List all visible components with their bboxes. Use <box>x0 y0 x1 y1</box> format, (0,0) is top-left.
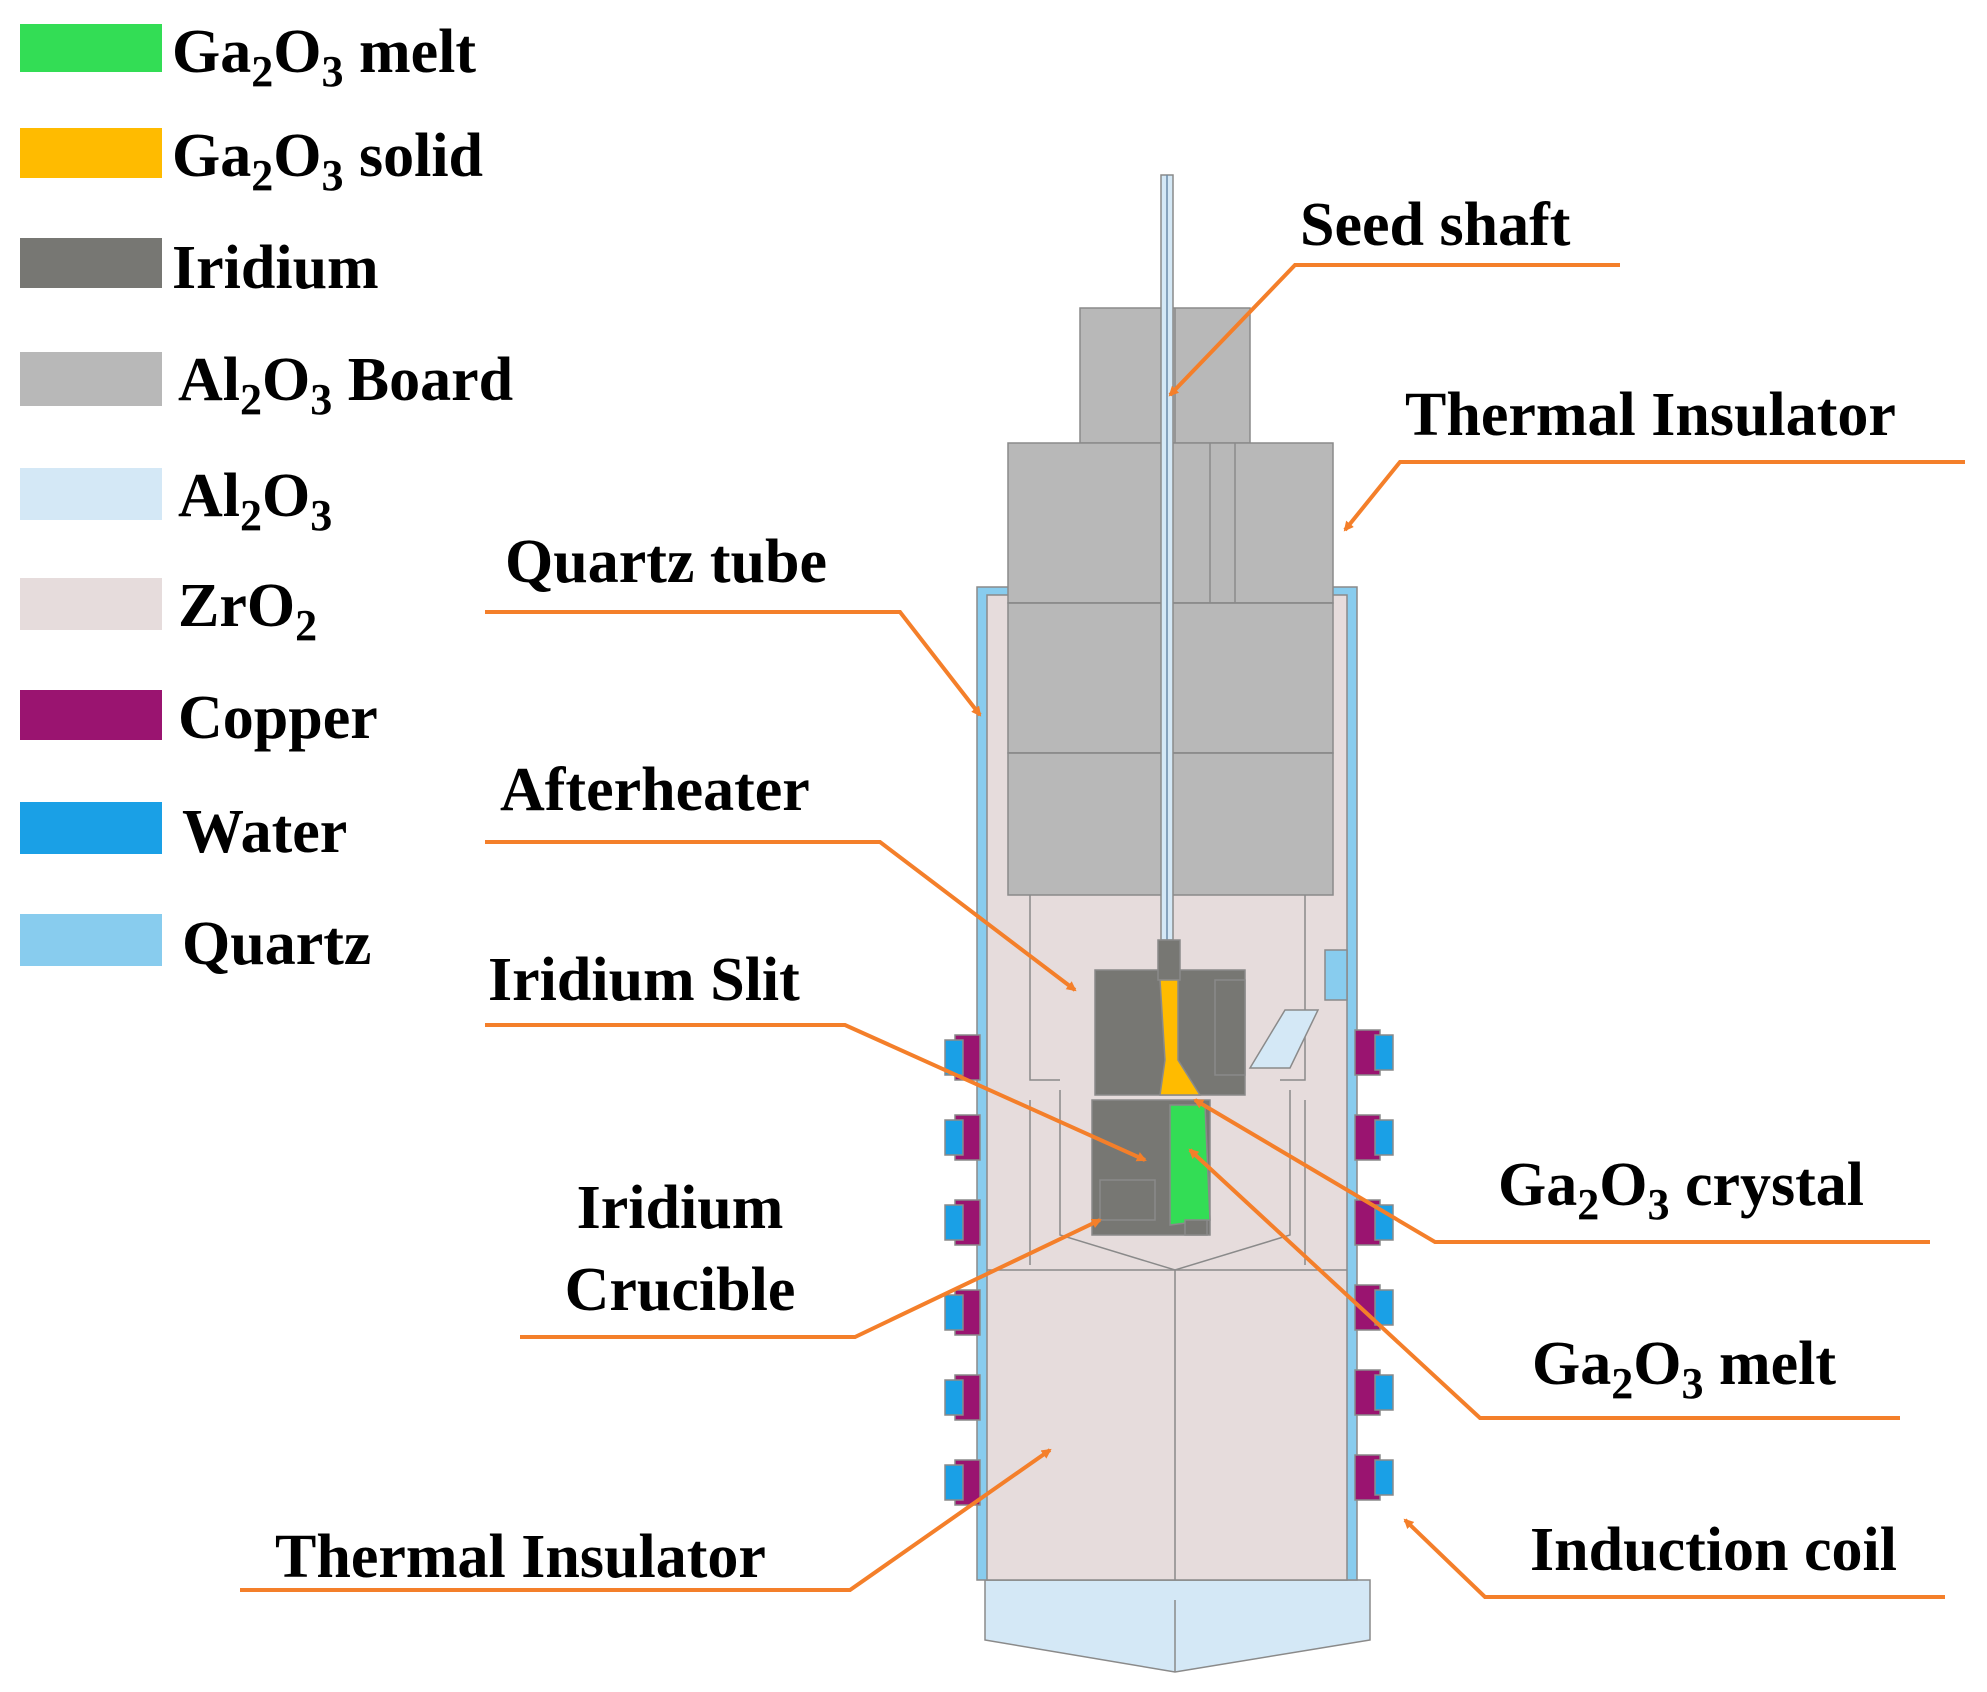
leader-afterheater <box>485 840 1077 992</box>
legend-label: Copper <box>178 684 378 752</box>
induction-coil-right <box>1354 1029 1394 1501</box>
coil-water <box>944 1204 964 1241</box>
legend-item-al2o3-board: Al2O3 Board <box>20 346 513 424</box>
leader-induction-coil <box>1403 1518 1945 1599</box>
coil-water <box>944 1464 964 1501</box>
coil-water <box>944 1119 964 1156</box>
label-afterheater: Afterheater <box>500 756 810 824</box>
legend-item-iridium: Iridium <box>20 234 379 302</box>
side-port <box>1248 1009 1320 1069</box>
coil-water <box>1374 1034 1394 1071</box>
legend-swatch <box>20 468 162 520</box>
legend-label: ZrO <box>178 572 295 640</box>
label-melt: Ga2O3 melt <box>1532 1330 1836 1408</box>
svg-text:Al2O3 Board: Al2O3 Board <box>178 346 513 424</box>
label-iridium-crucible-1: Iridium <box>577 1174 784 1242</box>
legend-item-ga2o3-solid: Ga2O3 solid <box>20 122 483 200</box>
svg-text:Ga2O3 melt: Ga2O3 melt <box>172 18 476 96</box>
side-port-window <box>1324 949 1348 1001</box>
legend-label: Ga <box>172 18 251 86</box>
leader-crystal <box>1193 1098 1930 1244</box>
al2o3-base-plate <box>984 1579 1371 1673</box>
coil-water <box>1374 1374 1394 1411</box>
leader-iridium-slit <box>485 1023 1147 1162</box>
legend-label: Al <box>178 462 240 530</box>
legend-swatch <box>20 802 162 854</box>
coil-water <box>944 1294 964 1331</box>
legend-swatch <box>20 690 162 740</box>
legend-swatch <box>20 128 162 178</box>
label-iridium-crucible-2: Crucible <box>565 1256 796 1324</box>
seed-holder <box>1157 939 1181 981</box>
coil-water <box>1374 1289 1394 1326</box>
label-thermal-insulator-bottom: Thermal Insulator <box>275 1523 766 1591</box>
label-induction-coil: Induction coil <box>1530 1516 1897 1584</box>
legend-swatch <box>20 352 162 406</box>
afterheater-side <box>1214 979 1246 1076</box>
svg-text:ZrO2: ZrO2 <box>178 572 317 650</box>
crucible-foot <box>1184 1219 1208 1236</box>
legend-label: Water <box>182 798 347 866</box>
legend-item-water: Water <box>20 798 347 866</box>
label-quartz-tube: Quartz tube <box>505 528 827 596</box>
label-crystal: Ga2O3 crystal <box>1498 1151 1864 1229</box>
leader-seed-shaft <box>1168 263 1620 397</box>
legend: Ga2O3 melt Ga2O3 solid Iridium Al2O3 Boa… <box>20 18 513 978</box>
coil-water <box>1374 1119 1394 1156</box>
legend-label: Iridium <box>172 234 379 302</box>
inner-ring-lower <box>1059 1090 1291 1271</box>
leader-thermal-insulator-top <box>1343 460 1965 532</box>
legend-item-ga2o3-melt: Ga2O3 melt <box>20 18 476 96</box>
legend-item-al2o3: Al2O3 <box>20 462 332 540</box>
leader-lines <box>240 263 1965 1599</box>
ga2o3-solid <box>1159 979 1202 1096</box>
legend-label: Ga <box>172 122 251 190</box>
legend-label: Al <box>178 346 240 414</box>
coil-water <box>1374 1459 1394 1496</box>
leader-quartz-tube <box>485 610 982 717</box>
legend-item-quartz: Quartz <box>20 910 371 978</box>
induction-coil-left <box>944 1034 981 1506</box>
label-seed-shaft: Seed shaft <box>1300 191 1571 259</box>
legend-item-copper: Copper <box>20 684 378 752</box>
legend-swatch <box>20 238 162 288</box>
leader-melt <box>1188 1148 1900 1420</box>
legend-swatch <box>20 578 162 630</box>
legend-swatch <box>20 24 162 72</box>
inner-ring-upper-right <box>1280 895 1306 1081</box>
legend-item-zro2: ZrO2 <box>20 572 317 650</box>
legend-label: Quartz <box>182 910 371 978</box>
furnace <box>944 174 1394 1673</box>
coil-water <box>944 1379 964 1416</box>
label-thermal-insulator-top: Thermal Insulator <box>1405 381 1896 449</box>
label-iridium-slit: Iridium Slit <box>488 946 800 1014</box>
leader-thermal-insulator-bottom <box>240 1448 1052 1592</box>
leader-iridium-crucible <box>520 1218 1102 1339</box>
svg-text:Al2O3: Al2O3 <box>178 462 332 540</box>
callout-labels: Seed shaft Thermal Insulator Quartz tube… <box>275 191 1897 1591</box>
svg-text:Ga2O3 solid: Ga2O3 solid <box>172 122 483 200</box>
iridium-slit <box>1099 1179 1156 1221</box>
legend-swatch <box>20 914 162 966</box>
